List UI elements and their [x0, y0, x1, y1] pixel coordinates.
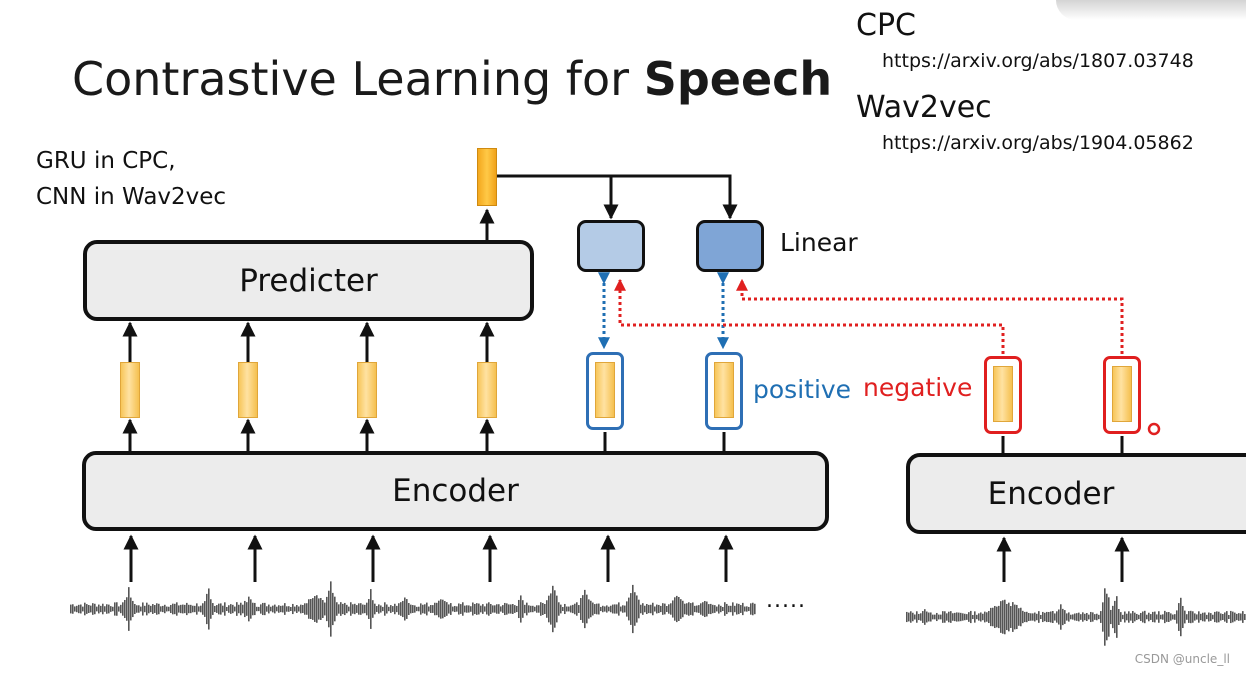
predicter-label: Predicter: [239, 262, 378, 299]
corner-shadow: [1056, 0, 1246, 20]
linear-label: Linear: [780, 228, 858, 257]
positive-frame-2: [705, 352, 743, 430]
waveform-main: [70, 581, 756, 637]
feature-vector-2: [238, 362, 258, 418]
negative-vector-2: [1112, 366, 1132, 422]
context-vector: [477, 148, 497, 206]
encoder-main-label: Encoder: [392, 473, 519, 509]
note-line-2: CNN in Wav2vec: [36, 184, 227, 210]
ref-cpc-name: CPC: [856, 8, 916, 43]
linear-layer-2: [696, 220, 764, 272]
positive-frame-1: [586, 352, 624, 430]
negative-vector-1: [993, 366, 1013, 422]
feature-vector-4: [477, 362, 497, 418]
predicter-block: Predicter: [83, 240, 534, 321]
negative-frame-1: [984, 356, 1022, 434]
linear-layer-1: [577, 220, 645, 272]
references: CPC https://arxiv.org/abs/1807.03748 Wav…: [856, 8, 1194, 172]
ref-cpc-url[interactable]: https://arxiv.org/abs/1807.03748: [882, 50, 1194, 72]
waveform-side: [906, 588, 1246, 646]
feature-vector-5: [595, 362, 615, 418]
encoder-side-label: Encoder: [987, 475, 1115, 512]
encoder-main-block: Encoder: [82, 451, 829, 531]
title-prefix: Contrastive Learning for: [72, 52, 644, 106]
ref-wav2vec-url[interactable]: https://arxiv.org/abs/1904.05862: [882, 132, 1194, 154]
negative-frame-2: [1103, 356, 1141, 434]
encoder-side-block: Encoder: [906, 453, 1246, 534]
waveform-ellipsis: .....: [766, 588, 806, 613]
feature-vector-3: [357, 362, 377, 418]
negative-label: negative: [863, 373, 973, 402]
note-line-1: GRU in CPC,: [36, 148, 176, 174]
ref-wav2vec-name: Wav2vec: [856, 90, 992, 125]
watermark: CSDN @uncle_ll: [1134, 652, 1230, 666]
feature-vector-6: [714, 362, 734, 418]
title-bold: Speech: [643, 52, 833, 106]
cursor-marker: [1147, 422, 1161, 436]
predictor-note: GRU in CPC, CNN in Wav2vec: [36, 143, 226, 215]
positive-label: positive: [753, 375, 852, 404]
slide-title: Contrastive Learning for Speech: [72, 52, 832, 106]
feature-vector-1: [120, 362, 140, 418]
